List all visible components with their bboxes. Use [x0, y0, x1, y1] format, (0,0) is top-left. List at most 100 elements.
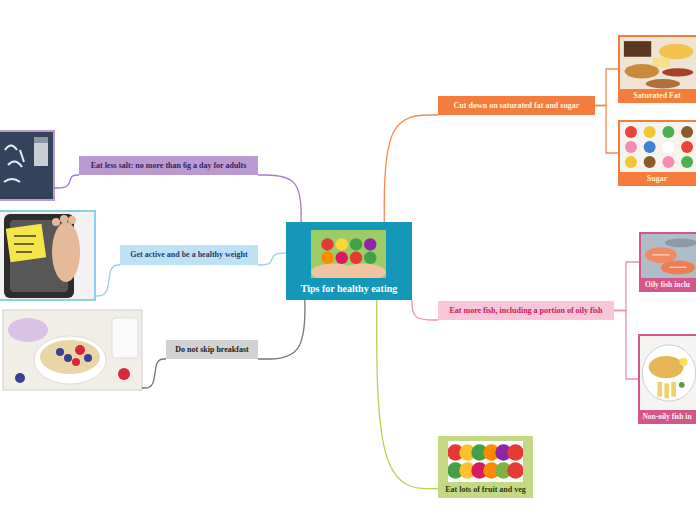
branch-connector [384, 115, 438, 222]
branch-connector [377, 300, 438, 489]
cereal-bowl [34, 336, 106, 384]
fillet-stripe [670, 267, 687, 268]
salt-scatter [4, 146, 24, 183]
salmon-fillet [645, 247, 677, 263]
blueberry [64, 354, 72, 362]
branch-connector [614, 262, 639, 311]
sticky-note [6, 224, 46, 263]
photo [620, 122, 696, 172]
sweet [681, 126, 693, 138]
sweet [644, 126, 656, 138]
branch-text: Get active and be a healthy weight [130, 245, 247, 265]
chip [671, 382, 676, 397]
image-card: Oily fish inclu [639, 232, 696, 292]
photo-frame [0, 131, 54, 200]
branch-connector [412, 300, 438, 320]
sweet [662, 156, 674, 168]
whole-fish [665, 238, 696, 247]
fruit [336, 238, 348, 250]
toe [68, 216, 76, 224]
salt-shaker [34, 142, 48, 166]
caption-text: Sugar [647, 172, 667, 186]
yogurt-bowl [8, 318, 48, 342]
leader-line [142, 359, 166, 388]
leader-line [95, 265, 120, 296]
fruit [350, 238, 362, 250]
blueberry [84, 354, 92, 362]
croissant [625, 64, 659, 79]
caption-band: Eat lots of fruit and veg [438, 482, 533, 498]
toe [60, 215, 68, 223]
shaker-cap [34, 137, 48, 143]
sweet [644, 156, 656, 168]
branch-text: Eat less salt: no more than 6g a day for… [91, 156, 247, 175]
fruit [364, 238, 376, 250]
milk-glass [112, 318, 138, 358]
fruit [507, 444, 523, 460]
fruit [507, 462, 523, 478]
photo-ground [620, 122, 696, 172]
branch-connector [614, 311, 638, 380]
branch-text: Cut down on saturated fat and sugar [454, 96, 580, 115]
leader-line [54, 175, 79, 188]
photo-ground [640, 336, 696, 410]
hand [341, 264, 386, 278]
salmon-fillet [661, 260, 695, 274]
caption-band: Tips for healthy eating [286, 278, 412, 300]
peas [679, 382, 685, 388]
cake [646, 79, 680, 88]
branch-connector [258, 300, 305, 359]
fruit [336, 252, 348, 264]
note-scribble [14, 236, 36, 252]
branch-label: Cut down on saturated fat and sugar [438, 96, 595, 115]
lemon [679, 358, 687, 366]
breakfast-photo [3, 310, 142, 390]
image-card: Non-oily fish in [638, 334, 696, 424]
blueberry [56, 348, 64, 356]
sweet [644, 141, 656, 153]
photo [448, 441, 523, 482]
fruit [321, 252, 333, 264]
caption-band: Non-oily fish in [638, 410, 696, 424]
strawberry [75, 345, 85, 355]
sweet [681, 156, 693, 168]
chocolate [624, 41, 651, 57]
branch-connector [595, 69, 618, 106]
branch-connector [258, 253, 286, 265]
sweet [625, 126, 637, 138]
caption-band: Oily fish inclu [639, 278, 696, 292]
cheese [659, 44, 693, 60]
caption-band: Sugar [618, 172, 696, 186]
chip [664, 383, 669, 398]
fruit [364, 252, 376, 264]
photo-frame [0, 211, 95, 300]
butter [653, 58, 670, 67]
strawberry [72, 358, 80, 366]
photo [311, 230, 386, 278]
caption-text: Oily fish inclu [645, 278, 690, 292]
fillet-stripe [652, 254, 669, 255]
photo [640, 336, 696, 410]
sweet [625, 156, 637, 168]
caption-text: Non-oily fish in [642, 410, 691, 424]
central-topic: Tips for healthy eating [286, 222, 412, 300]
sweet [662, 126, 674, 138]
branch-label: Get active and be a healthy weight [120, 245, 258, 265]
image-card: Eat lots of fruit and veg [438, 436, 533, 498]
branch-connector [595, 106, 618, 154]
sweet [681, 141, 693, 153]
fruit [321, 238, 333, 250]
plate [642, 345, 695, 401]
branch-label: Do not skip breakfast [166, 340, 258, 359]
blueberry [15, 373, 25, 383]
branch-text: Eat more fish, including a portion of oi… [450, 301, 603, 320]
oats [40, 340, 100, 374]
photo-ground [641, 234, 696, 278]
caption-text: Eat lots of fruit and veg [445, 482, 526, 498]
battered-fish [649, 356, 684, 378]
caption-text: Tips for healthy eating [301, 278, 398, 300]
image-card: Sugar [618, 120, 696, 186]
branch-connector [258, 175, 301, 222]
photo-ground [448, 441, 523, 482]
